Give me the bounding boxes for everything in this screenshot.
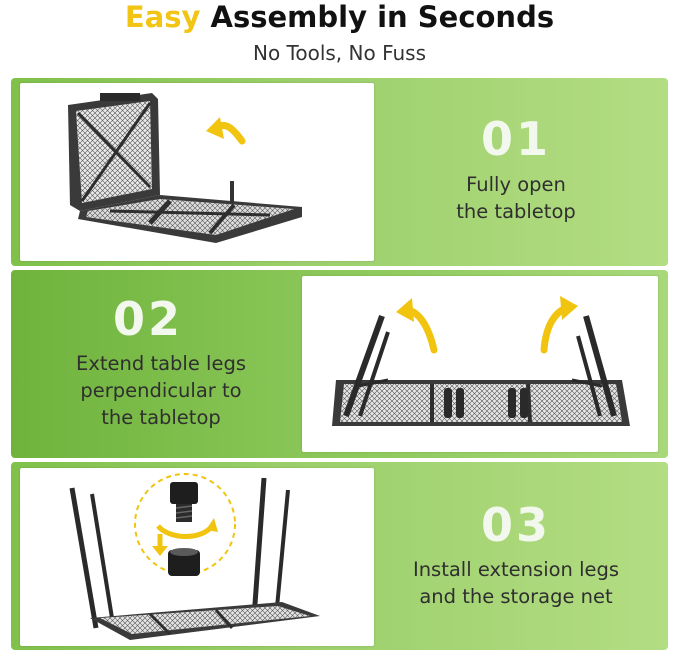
step-2-line-1: Extend table legs — [76, 352, 246, 375]
page-subtitle: No Tools, No Fuss — [252, 41, 427, 65]
step-3-line-2: and the storage net — [419, 585, 613, 608]
step-2-panel: 02 Extend table legs perpendicular to th… — [11, 270, 668, 458]
title-accent: Easy — [124, 0, 201, 34]
step-3-number: 03 — [480, 498, 551, 552]
step-1-line-2: the tabletop — [456, 200, 576, 223]
table-legs-extend-illustration — [332, 296, 630, 426]
extension-legs-install-illustration — [69, 473, 320, 640]
step-1-line-1: Fully open — [466, 173, 566, 196]
step-2-description: Extend table legs perpendicular to the t… — [41, 350, 281, 431]
step-3-description: Install extension legs and the storage n… — [396, 556, 636, 610]
folded-table-open-illustration — [68, 93, 302, 243]
step-1-description: Fully open the tabletop — [411, 171, 621, 225]
step-3-image — [20, 468, 374, 646]
page-title: Easy Assembly in Seconds — [0, 0, 679, 34]
step-2-line-3: the tabletop — [101, 406, 221, 429]
step-3-panel: 03 Install extension legs and the storag… — [11, 462, 668, 650]
title-rest: Assembly in Seconds — [200, 0, 555, 34]
step-2-number: 02 — [112, 292, 183, 346]
step-1-number: 01 — [480, 112, 551, 166]
step-2-line-2: perpendicular to — [80, 379, 242, 402]
step-1-image — [20, 83, 374, 261]
step-1-panel: 01 Fully open the tabletop — [11, 78, 668, 266]
step-3-line-1: Install extension legs — [412, 558, 620, 581]
step-2-image — [302, 276, 658, 452]
